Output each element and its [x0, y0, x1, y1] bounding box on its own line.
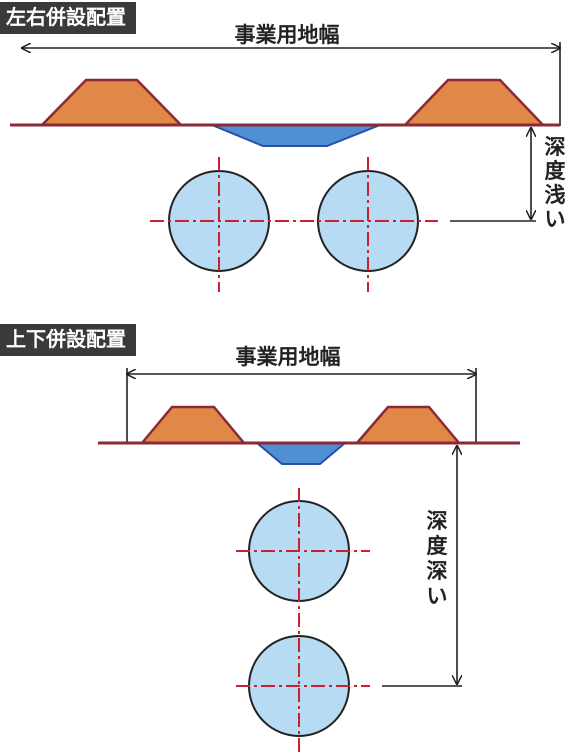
- section-tag-side-by-side: 左右併設配置: [0, 2, 136, 34]
- svg-text:深: 深: [545, 135, 566, 159]
- side-by-side-section: 事業用地幅 深 度 浅 い: [10, 20, 566, 292]
- stacked-section: 事業用地幅 深 度 深 い: [98, 342, 520, 752]
- width-label: 事業用地幅: [235, 23, 340, 47]
- svg-text:い: い: [545, 207, 566, 231]
- channel: [211, 124, 381, 147]
- svg-text:浅: 浅: [545, 183, 566, 207]
- embankment-right: [355, 405, 461, 445]
- svg-text:い: い: [427, 584, 448, 608]
- embankment-right: [403, 78, 545, 127]
- channel: [254, 442, 348, 465]
- depth-label: 深 度 浅 い: [545, 135, 566, 231]
- svg-text:深: 深: [427, 509, 448, 533]
- embankment-left: [140, 405, 246, 445]
- svg-text:深: 深: [427, 559, 448, 583]
- svg-text:度: 度: [545, 159, 566, 183]
- embankment-left: [40, 78, 183, 127]
- depth-label: 深 度 深 い: [427, 509, 448, 608]
- svg-text:度: 度: [427, 534, 448, 558]
- section-tag-stacked: 上下併設配置: [0, 324, 136, 356]
- width-label: 事業用地幅: [236, 345, 341, 369]
